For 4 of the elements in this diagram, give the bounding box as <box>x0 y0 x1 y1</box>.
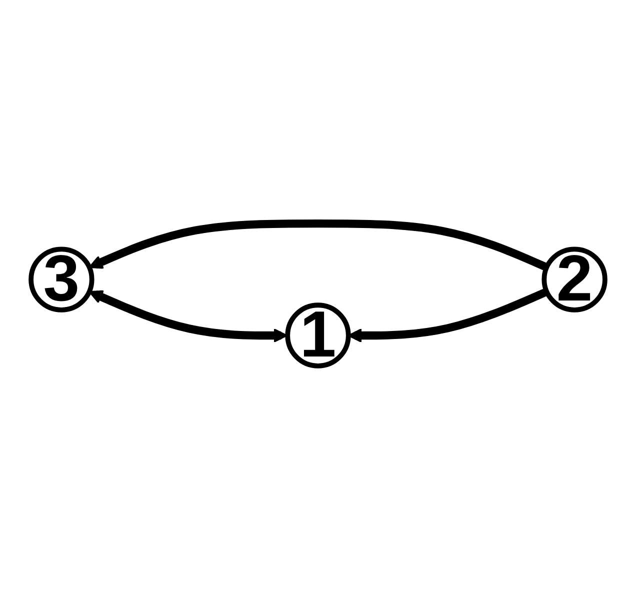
arrow <box>88 218 548 271</box>
node-circle: 2 <box>541 246 607 312</box>
node-circle: 3 <box>28 246 94 312</box>
node-circle: 1 <box>284 302 350 368</box>
